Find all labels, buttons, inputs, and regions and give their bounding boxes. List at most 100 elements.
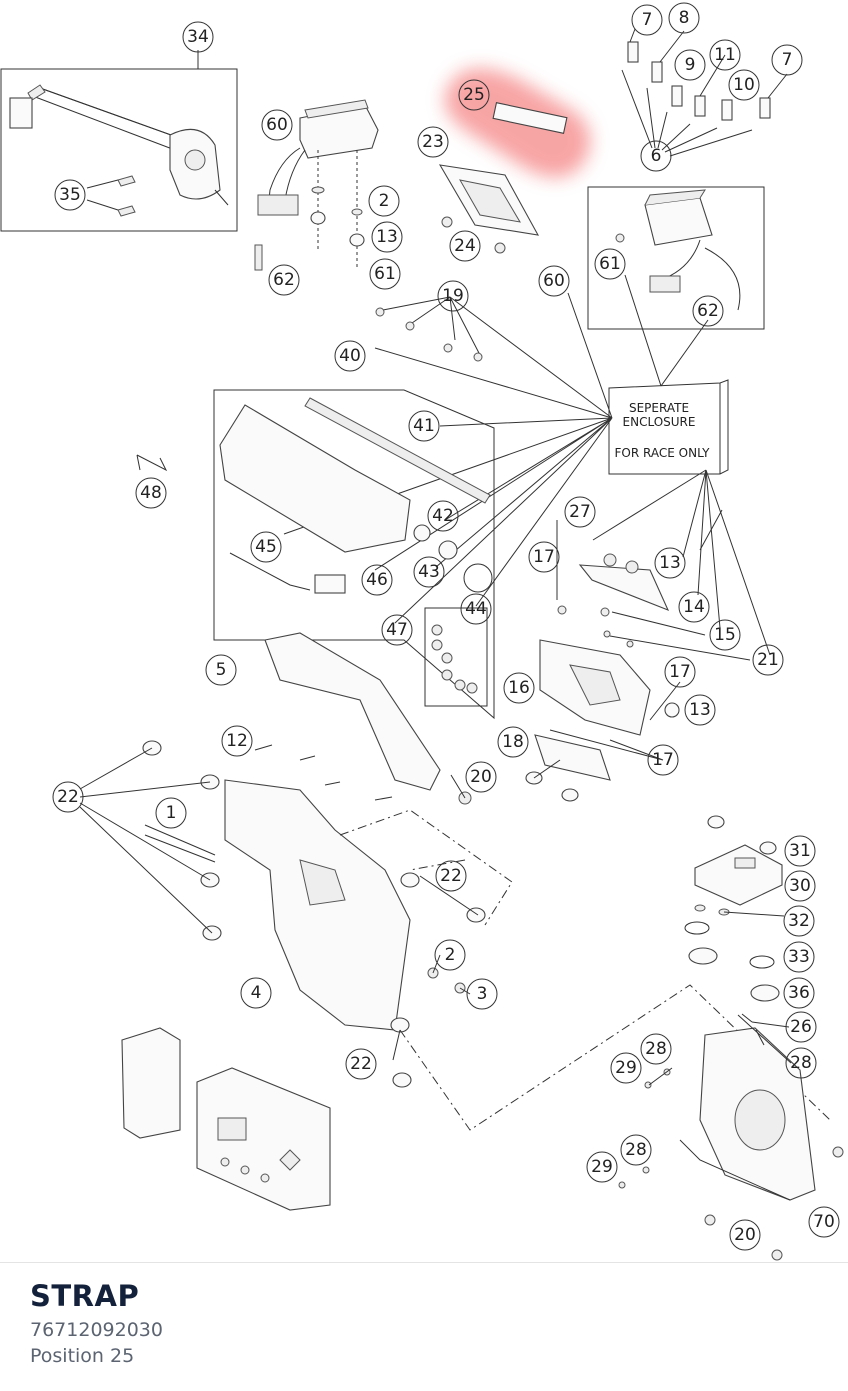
svg-text:7: 7	[782, 50, 793, 70]
callout-7-right[interactable]: 7	[771, 44, 803, 76]
callout-8[interactable]: 8	[668, 2, 700, 34]
callout-28-mid[interactable]: 28	[640, 1033, 672, 1065]
callout-45[interactable]: 45	[250, 531, 282, 563]
callout-29-low[interactable]: 29	[586, 1151, 618, 1183]
callout-24[interactable]: 24	[449, 230, 481, 262]
svg-text:61: 61	[374, 264, 396, 284]
callout-21[interactable]: 21	[752, 644, 784, 676]
callout-70[interactable]: 70	[808, 1206, 840, 1238]
callout-61[interactable]: 61	[594, 248, 626, 280]
svg-text:42: 42	[432, 506, 454, 526]
svg-text:46: 46	[366, 570, 388, 590]
callout-40[interactable]: 40	[334, 340, 366, 372]
callout-2-low[interactable]: 2	[434, 939, 466, 971]
callout-leader-lines	[79, 28, 792, 1086]
callout-34[interactable]: 34	[182, 21, 214, 53]
svg-text:41: 41	[413, 416, 435, 436]
svg-text:13: 13	[659, 553, 681, 573]
svg-text:8: 8	[679, 8, 690, 28]
svg-text:5: 5	[216, 660, 227, 680]
callout-5[interactable]: 5	[205, 654, 237, 686]
callout-32[interactable]: 32	[783, 905, 815, 937]
callout-17-top[interactable]: 17	[528, 541, 560, 573]
callout-28-right[interactable]: 28	[785, 1047, 817, 1079]
svg-text:27: 27	[569, 502, 591, 522]
svg-text:30: 30	[789, 876, 811, 896]
callout-18[interactable]: 18	[497, 726, 529, 758]
airbox-assembly-illustration	[136, 389, 495, 720]
part-position: Position 25	[30, 1345, 135, 1367]
callout-10[interactable]: 10	[728, 69, 760, 101]
svg-text:62: 62	[273, 270, 295, 290]
callout-23[interactable]: 23	[417, 126, 449, 158]
callout-28-low[interactable]: 28	[620, 1134, 652, 1166]
callout-2-top[interactable]: 2	[368, 185, 400, 217]
cable-assembly-illustration	[0, 68, 238, 232]
callout-27[interactable]: 27	[564, 496, 596, 528]
svg-text:9: 9	[685, 55, 696, 75]
callout-16[interactable]: 16	[503, 672, 535, 704]
callout-43[interactable]: 43	[413, 556, 445, 588]
svg-text:22: 22	[57, 787, 79, 807]
svg-text:62: 62	[697, 301, 719, 321]
callout-25[interactable]: 25	[458, 79, 490, 111]
svg-text:60: 60	[543, 271, 565, 291]
callout-29-mid[interactable]: 29	[610, 1052, 642, 1084]
callout-22-left[interactable]: 22	[52, 781, 84, 813]
callout-53[interactable]: 62	[268, 264, 300, 296]
callout-62[interactable]: 62	[692, 295, 724, 327]
callout-48[interactable]: 48	[135, 477, 167, 509]
svg-text:17: 17	[533, 547, 555, 567]
callout-13-top[interactable]: 13	[371, 221, 403, 253]
svg-text:43: 43	[418, 562, 440, 582]
callout-22-low[interactable]: 22	[345, 1048, 377, 1080]
svg-text:23: 23	[422, 132, 444, 152]
svg-text:21: 21	[757, 650, 779, 670]
callout-19[interactable]: 19	[437, 280, 469, 312]
callout-41[interactable]: 41	[408, 410, 440, 442]
callout-20-mid[interactable]: 20	[465, 761, 497, 793]
callout-12[interactable]: 12	[221, 725, 253, 757]
callout-44[interactable]: 44	[460, 593, 492, 625]
callout-30[interactable]: 30	[784, 870, 816, 902]
callout-13-mid[interactable]: 13	[654, 547, 686, 579]
callout-26[interactable]: 26	[785, 1011, 817, 1043]
svg-text:6: 6	[651, 146, 662, 166]
callout-60[interactable]: 60	[538, 265, 570, 297]
callout-3[interactable]: 3	[466, 978, 498, 1010]
callout-13-low[interactable]: 13	[684, 694, 716, 726]
callout-20-low[interactable]: 20	[729, 1219, 761, 1251]
svg-text:48: 48	[140, 483, 162, 503]
callout-22-mid[interactable]: 22	[435, 860, 467, 892]
svg-text:17: 17	[669, 662, 691, 682]
callout-17-mid[interactable]: 17	[664, 656, 696, 688]
callout-9[interactable]: 9	[674, 49, 706, 81]
callout-4[interactable]: 4	[240, 977, 272, 1009]
callout-36[interactable]: 36	[783, 977, 815, 1009]
enclosure-label-line2: ENCLOSURE	[623, 415, 696, 429]
callout-1[interactable]: 1	[155, 797, 187, 829]
callout-51[interactable]: 61	[369, 258, 401, 290]
callout-46[interactable]: 46	[361, 564, 393, 596]
callout-31[interactable]: 31	[784, 835, 816, 867]
callout-14[interactable]: 14	[678, 591, 710, 623]
svg-text:34: 34	[187, 27, 209, 47]
callout-17-low[interactable]: 17	[647, 744, 679, 776]
callout-11[interactable]: 11	[709, 39, 741, 71]
callout-47[interactable]: 47	[381, 614, 413, 646]
svg-text:61: 61	[599, 254, 621, 274]
part-details-panel: STRAP 76712092030 Position 25	[0, 1262, 848, 1391]
callout-6[interactable]: 6	[640, 140, 672, 172]
callout-50[interactable]: 60	[261, 109, 293, 141]
callout-35[interactable]: 35	[54, 179, 86, 211]
callout-33[interactable]: 33	[783, 941, 815, 973]
callout-42[interactable]: 42	[427, 500, 459, 532]
svg-text:29: 29	[615, 1058, 637, 1078]
svg-text:7: 7	[642, 10, 653, 30]
enclosure-label-line3: FOR RACE ONLY	[615, 446, 711, 460]
svg-text:28: 28	[790, 1053, 812, 1073]
callout-15[interactable]: 15	[709, 619, 741, 651]
callout-7-left[interactable]: 7	[631, 4, 663, 36]
svg-text:36: 36	[788, 983, 810, 1003]
svg-text:2: 2	[379, 191, 390, 211]
